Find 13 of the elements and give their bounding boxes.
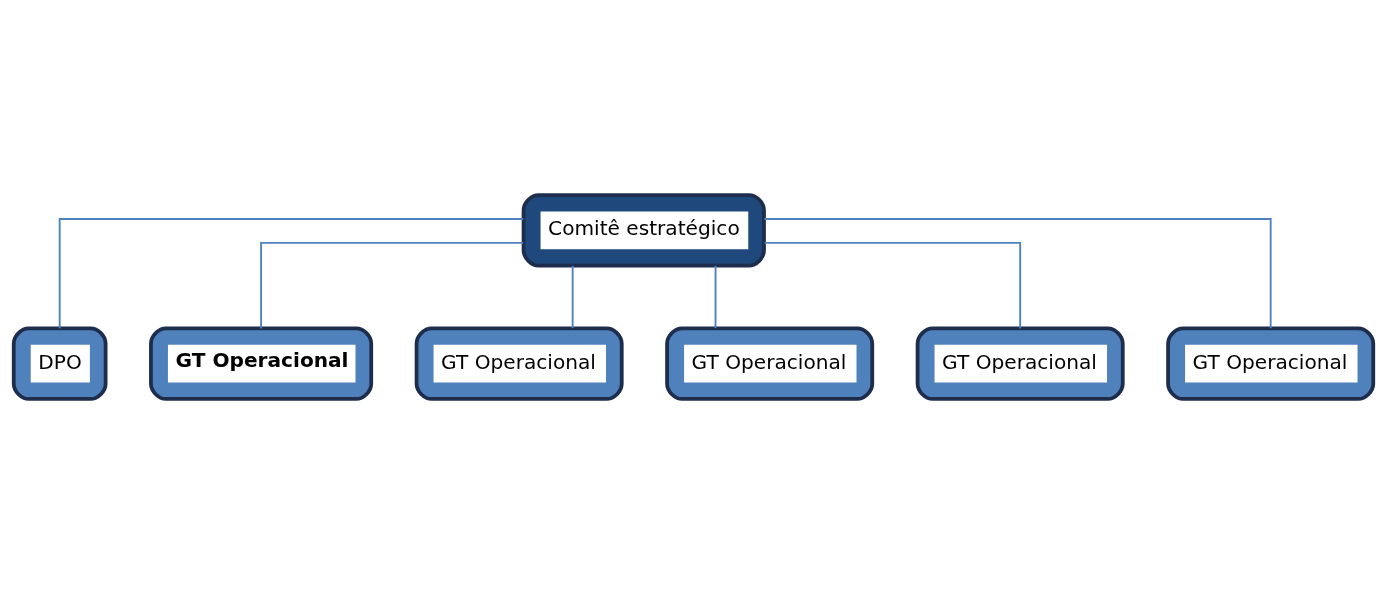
connector — [58, 218, 525, 330]
node-box: GT Operacional — [149, 326, 374, 401]
node-box: GT Operacional — [1166, 326, 1376, 401]
connector — [763, 241, 1022, 330]
connector — [763, 218, 1272, 330]
node-box: Comitê estratégico — [521, 193, 766, 268]
node-box: GT Operacional — [414, 326, 624, 401]
node-box: GT Operacional — [915, 326, 1125, 401]
connector — [714, 264, 717, 330]
node-box: DPO — [11, 326, 108, 401]
connector — [571, 264, 574, 330]
node-box: GT Operacional — [665, 326, 875, 401]
connector — [260, 241, 525, 330]
